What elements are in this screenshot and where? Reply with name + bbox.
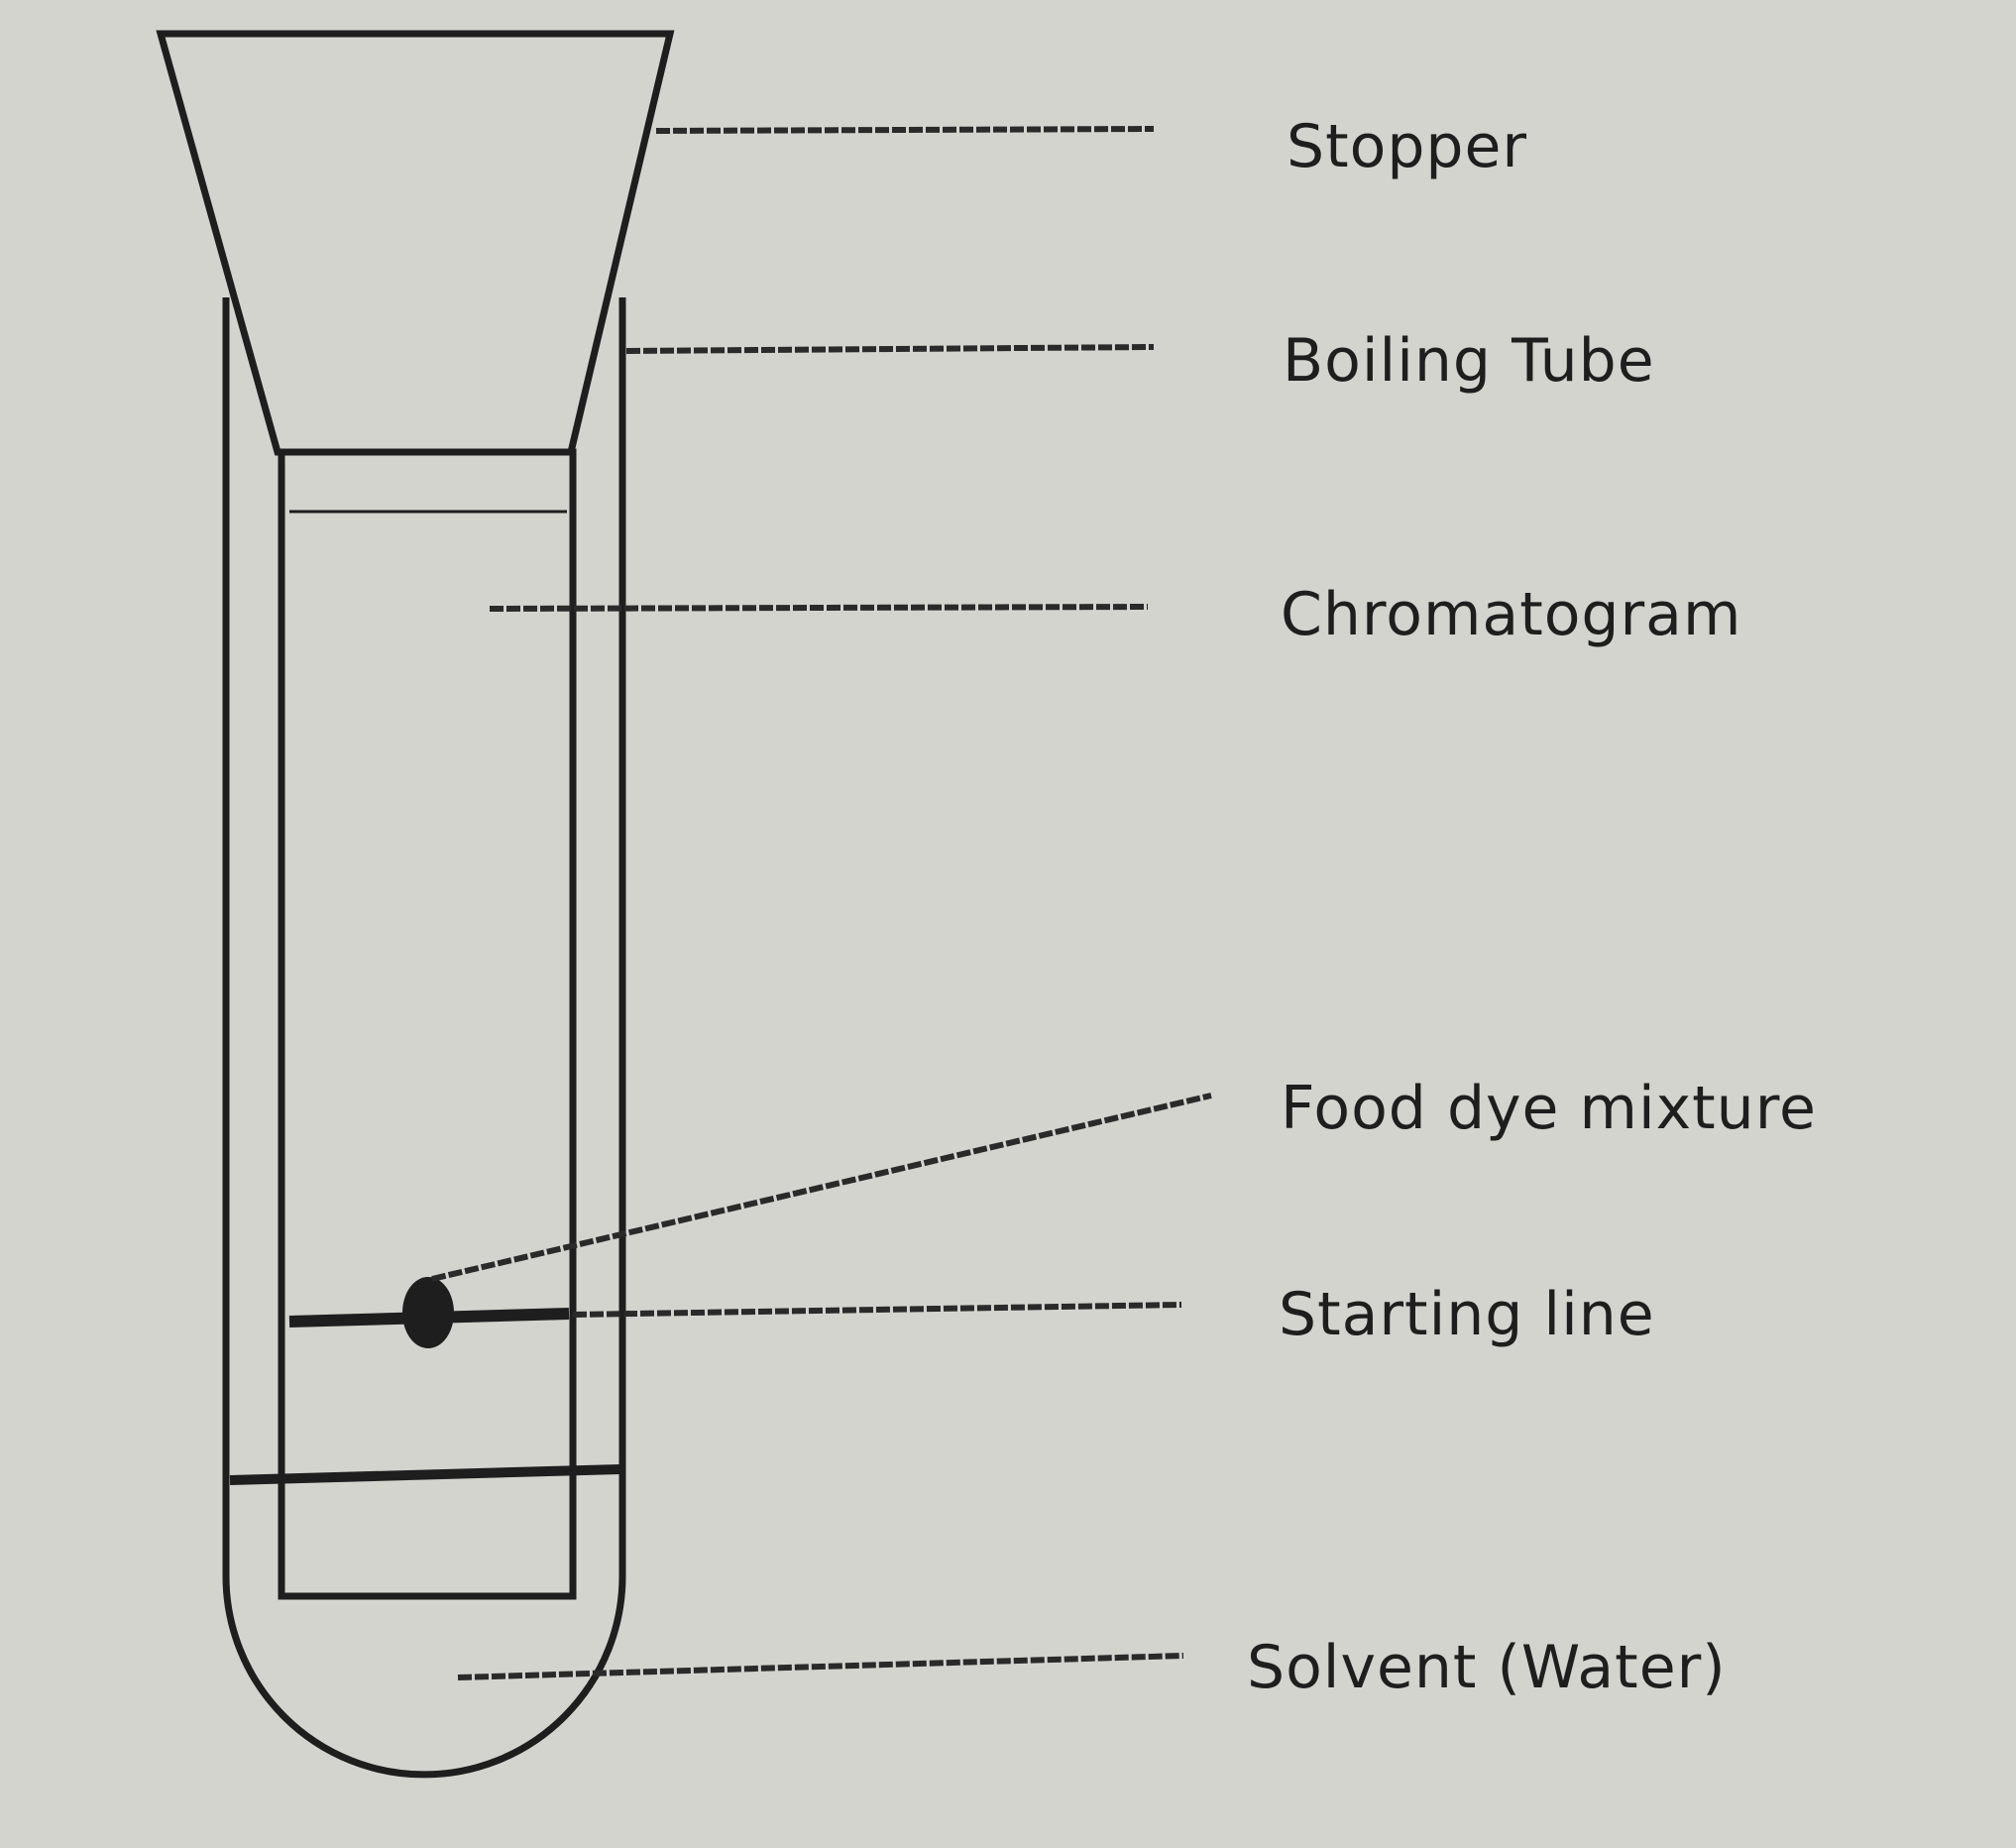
boiling-tube-leader-line <box>625 344 1155 354</box>
chromatogram-leader-line <box>489 604 1149 612</box>
solvent-leader-line <box>457 1653 1184 1680</box>
label-chromatogram: Chromatogram <box>1281 580 1742 649</box>
stopper-leader-line <box>655 126 1155 134</box>
food-dye-leader-line <box>431 1093 1212 1282</box>
chromatogram-paper <box>278 448 577 1600</box>
label-starting-line: Starting line <box>1279 1280 1655 1349</box>
label-stopper: Stopper <box>1287 112 1528 181</box>
label-food-dye-mixture: Food dye mixture <box>1281 1074 1817 1143</box>
food-dye-spot <box>402 1277 454 1348</box>
label-solvent: Solvent (Water) <box>1247 1633 1727 1702</box>
stopper <box>156 30 675 456</box>
boiling-tube <box>222 297 626 1779</box>
starting-line-leader-line <box>572 1302 1182 1318</box>
solvent-surface <box>229 1464 621 1485</box>
label-boiling-tube: Boiling Tube <box>1283 326 1655 396</box>
